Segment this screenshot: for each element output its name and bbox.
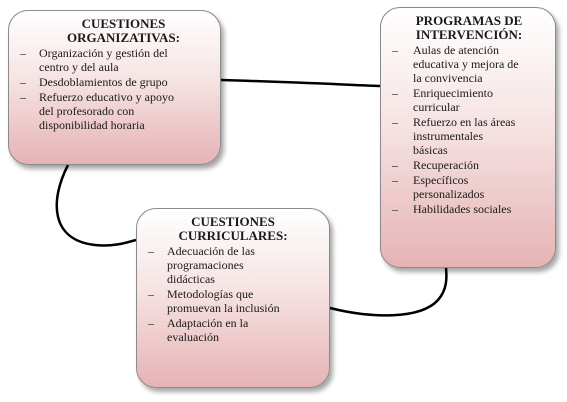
list-item: Adecuación de las programaciones didácti… — [145, 244, 321, 286]
connector-org-cur — [55, 164, 137, 247]
list-item: Enriquecimiento curricular — [389, 86, 549, 114]
box-programas-de-intervencion: PROGRAMAS DE INTERVENCIÓN: Aulas de aten… — [380, 7, 556, 268]
item-list: Aulas de atención educativa y mejora de … — [389, 43, 549, 216]
list-item: Organización y gestión del centro y del … — [17, 46, 212, 74]
list-item: Recuperación — [389, 158, 549, 172]
box-title: PROGRAMAS DE INTERVENCIÓN: — [415, 13, 523, 42]
list-item: Metodologías que promuevan la inclusión — [145, 287, 321, 315]
connector-org-prog — [220, 78, 381, 88]
box-cuestiones-curriculares: CUESTIONES CURRICULARES: Adecuación de l… — [136, 208, 330, 388]
list-item: Específicos personalizados — [389, 173, 549, 201]
list-item: Habilidades sociales — [389, 202, 549, 216]
list-item: Aulas de atención educativa y mejora de … — [389, 43, 549, 85]
box-cuestiones-organizativas: CUESTIONES ORGANIZATIVAS: Organización y… — [8, 10, 221, 165]
list-item: Refuerzo educativo y apoyo del profesora… — [17, 90, 212, 132]
list-item: Adaptación en la evaluación — [145, 316, 321, 344]
item-list: Organización y gestión del centro y del … — [17, 46, 212, 132]
box-title: CUESTIONES ORGANIZATIVAS: — [67, 16, 180, 45]
item-list: Adecuación de las programaciones didácti… — [145, 244, 321, 344]
list-item: Desdoblamientos de grupo — [17, 75, 212, 89]
list-item: Refuerzo en las áreas instrumentales bás… — [389, 115, 549, 157]
connector-cur-prog — [329, 267, 448, 317]
box-title: CUESTIONES CURRICULARES: — [178, 214, 288, 243]
